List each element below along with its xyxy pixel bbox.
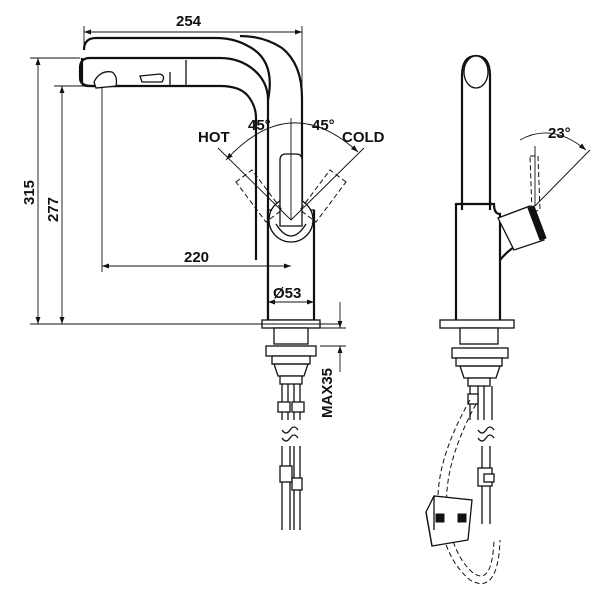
angle-right-label: 45° <box>312 117 335 134</box>
spray-nozzle <box>93 71 118 89</box>
supply-hoses <box>277 384 305 530</box>
dim-220: 220 <box>101 88 291 272</box>
dim-315-label: 315 <box>21 180 38 205</box>
handle-hot-position <box>235 169 283 223</box>
mounting-nut <box>265 345 317 357</box>
side-view: 23° <box>425 54 591 585</box>
dim-277-label: 277 <box>45 197 62 222</box>
side-hoses <box>467 386 495 524</box>
dim-220-label: 220 <box>184 249 209 266</box>
spout-outer <box>82 36 271 101</box>
dim-max35: MAX35 <box>319 302 346 418</box>
dim-diameter: Ø53 <box>268 285 314 305</box>
side-handle-tilt <box>529 155 541 213</box>
front-view: 254 220 315 277 Ø53 <box>21 13 385 530</box>
handle-cold-position <box>299 169 347 223</box>
cold-label: COLD <box>342 129 385 146</box>
side-angle-label: 23° <box>548 125 571 142</box>
dim-315: 315 <box>21 57 340 325</box>
side-body <box>454 202 502 320</box>
side-nut <box>451 347 509 359</box>
dim-max35-label: MAX35 <box>319 368 336 418</box>
spout-outline <box>78 56 270 320</box>
hose-weight <box>425 495 473 547</box>
dim-254-label: 254 <box>176 13 202 30</box>
pullout-hose <box>437 399 501 585</box>
dim-254: 254 <box>83 13 303 96</box>
angle-left-label: 45° <box>248 117 271 134</box>
side-base-plate <box>439 319 515 329</box>
spray-button <box>139 73 165 83</box>
spout-outer-right <box>239 34 304 260</box>
dim-diameter-label: Ø53 <box>273 285 301 302</box>
hot-label: HOT <box>198 129 230 146</box>
dim-277: 277 <box>45 85 92 324</box>
